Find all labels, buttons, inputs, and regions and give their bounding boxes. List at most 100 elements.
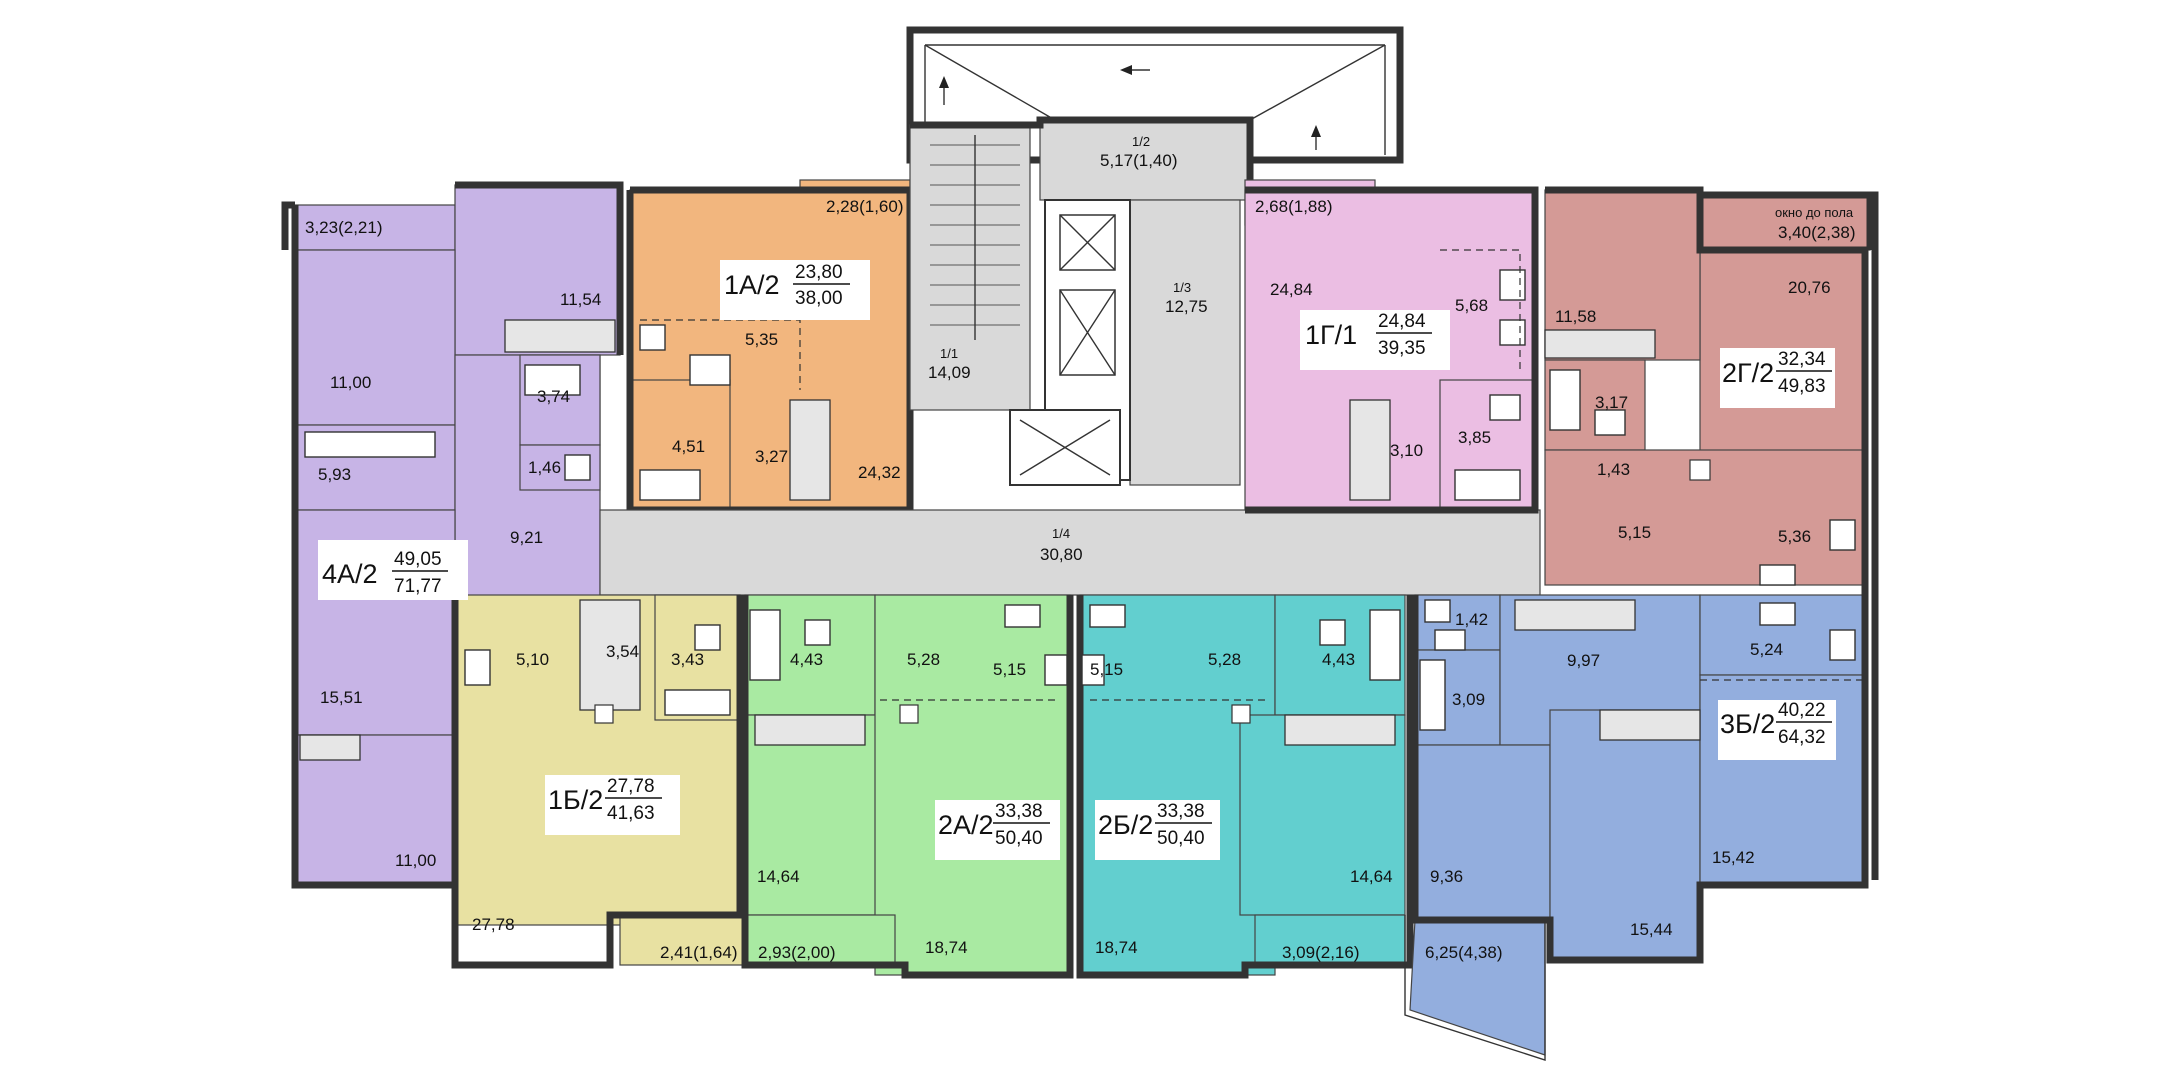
room-area: 2,41(1,64) <box>660 943 738 962</box>
room-area: 4,43 <box>1322 650 1355 669</box>
room-area: 11,00 <box>395 851 436 870</box>
common-area: 14,09 <box>928 363 971 382</box>
room-1b-loggia <box>619 914 751 966</box>
room-area: 5,28 <box>1208 650 1241 669</box>
room-area: 5,68 <box>1455 296 1488 315</box>
room-area: 5,15 <box>1618 523 1651 542</box>
apt-code: 1А/2 <box>724 270 780 300</box>
room-area: 5,15 <box>1090 660 1123 679</box>
room-area: 2,68(1,88) <box>1255 197 1333 216</box>
common-1-1[interactable] <box>909 124 1031 411</box>
apartment-2b[interactable] <box>1076 594 1414 979</box>
room-area: 18,74 <box>1095 938 1138 957</box>
building-core <box>599 116 1541 596</box>
common-label-1-3: 1/3 12,75 <box>1165 280 1208 316</box>
apt-living: 24,84 <box>1378 311 1426 332</box>
apt-living: 33,38 <box>995 801 1043 822</box>
room-2b-bedroom <box>1239 714 1406 916</box>
apt-code: 2Г/2 <box>1722 358 1774 388</box>
apt-living: 40,22 <box>1778 700 1826 721</box>
room-area: 18,74 <box>925 938 968 957</box>
apt-living: 49,05 <box>394 549 442 570</box>
room-area: 3,10 <box>1390 441 1423 460</box>
apt-total: 50,40 <box>1157 828 1205 849</box>
room-area: 3,09 <box>1452 690 1485 709</box>
apt-label-3b: 3Б/2 40,22 64,32 <box>1720 700 1832 748</box>
room-area: 11,00 <box>330 373 371 392</box>
room-area: 3,27 <box>755 447 788 466</box>
apt-label-4a: 4А/2 49,05 71,77 <box>322 549 448 597</box>
apt-total: 64,32 <box>1778 727 1826 748</box>
common-code: 1/3 <box>1173 280 1191 295</box>
room-area: 5,28 <box>907 650 940 669</box>
apt-total: 49,83 <box>1778 376 1826 397</box>
apartment-1b[interactable] <box>451 594 751 969</box>
room-area: 3,09(2,16) <box>1282 943 1360 962</box>
room-area: 5,24 <box>1750 640 1783 659</box>
apt-living: 23,80 <box>795 262 843 283</box>
apt-total: 71,77 <box>394 576 442 597</box>
apt-living: 32,34 <box>1778 349 1826 370</box>
room-3b-bedroom1 <box>1414 744 1551 921</box>
room-area: 1,43 <box>1597 460 1630 479</box>
room-area: 9,36 <box>1430 867 1463 886</box>
common-label-1-1: 1/1 14,09 <box>928 346 971 382</box>
apt-code: 2Б/2 <box>1098 810 1153 840</box>
room-area: 2,28(1,60) <box>826 197 904 216</box>
room-area: 6,25(4,38) <box>1425 943 1503 962</box>
room-area: 24,84 <box>1270 280 1313 299</box>
apartment-3b[interactable] <box>1404 585 1869 1061</box>
room-area: 5,10 <box>516 650 549 669</box>
apt-total: 41,63 <box>607 803 655 824</box>
room-area: 5,93 <box>318 465 351 484</box>
room-area: 3,40(2,38) <box>1778 223 1856 242</box>
common-label-1-4: 1/4 30,80 <box>1040 526 1083 564</box>
room-area: 1,42 <box>1455 610 1488 629</box>
apt-label-2g: 2Г/2 32,34 49,83 <box>1722 349 1832 397</box>
room-area: 15,51 <box>320 688 363 707</box>
common-1-3[interactable] <box>1129 199 1241 486</box>
room-area: 3,23(2,21) <box>305 218 383 237</box>
apartment-2a[interactable] <box>741 594 1074 979</box>
apt-code: 4А/2 <box>322 559 378 589</box>
room-area: 3,85 <box>1458 428 1491 447</box>
apt-living: 27,78 <box>607 776 655 797</box>
room-area: 3,17 <box>1595 393 1628 412</box>
common-area: 5,17(1,40) <box>1100 151 1178 170</box>
common-code: 1/4 <box>1052 526 1070 541</box>
apt-total: 50,40 <box>995 828 1043 849</box>
apt-label-1a: 1А/2 23,80 38,00 <box>724 262 850 309</box>
room-area: 15,44 <box>1630 920 1673 939</box>
room-area: 4,51 <box>672 437 705 456</box>
apt-label-2a: 2А/2 33,38 50,40 <box>938 801 1050 849</box>
room-area: 27,78 <box>472 915 515 934</box>
common-label-1-2: 1/2 5,17(1,40) <box>1100 134 1178 170</box>
apt-living: 33,38 <box>1157 801 1205 822</box>
common-area: 12,75 <box>1165 297 1208 316</box>
apt-label-1g: 1Г/1 24,84 39,35 <box>1305 311 1432 359</box>
apt-label-1b: 1Б/2 27,78 41,63 <box>548 776 662 824</box>
common-code: 1/2 <box>1132 134 1150 149</box>
room-area: 9,21 <box>510 528 543 547</box>
apt-code: 1Г/1 <box>1305 320 1357 350</box>
apt-label-2b: 2Б/2 33,38 50,40 <box>1098 801 1212 849</box>
common-1-4[interactable] <box>599 509 1541 596</box>
room-area: 15,42 <box>1712 848 1755 867</box>
room-area: 20,76 <box>1788 278 1831 297</box>
room-area: 5,36 <box>1778 527 1811 546</box>
common-1-2[interactable] <box>1039 119 1251 201</box>
room-area-note: окно до пола <box>1775 205 1854 220</box>
room-area: 5,35 <box>745 330 778 349</box>
room-area: 24,32 <box>858 463 901 482</box>
room-area: 11,58 <box>1555 307 1596 326</box>
common-area: 30,80 <box>1040 545 1083 564</box>
room-3b-bedroom2 <box>1549 709 1701 961</box>
room-area: 3,54 <box>606 642 639 661</box>
apt-total: 39,35 <box>1378 338 1426 359</box>
room-area: 5,15 <box>993 660 1026 679</box>
apt-total: 38,00 <box>795 288 843 309</box>
apt-code: 2А/2 <box>938 810 994 840</box>
apartment-1a[interactable] <box>626 179 914 514</box>
room-area: 14,64 <box>757 867 800 886</box>
